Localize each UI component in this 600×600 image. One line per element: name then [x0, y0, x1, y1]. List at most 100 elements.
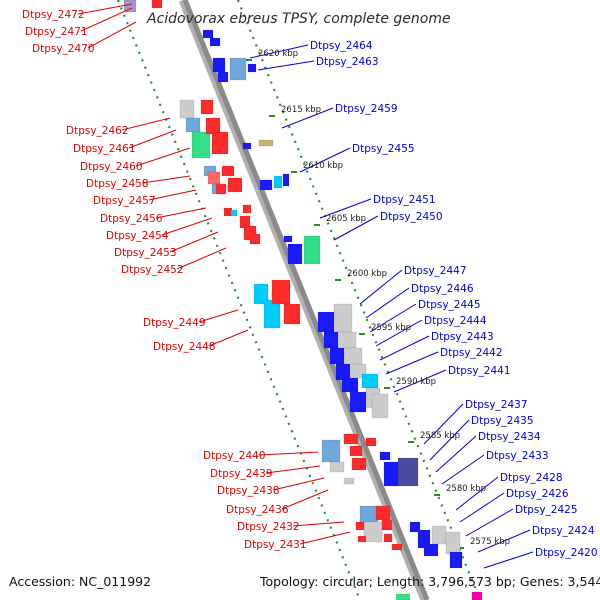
label-leader-line	[379, 335, 430, 361]
accession-text: Accession: NC_011992	[9, 574, 151, 589]
gene-block	[349, 445, 363, 457]
gene-block	[379, 451, 391, 461]
gene-label-right: Dtpsy_2424	[532, 525, 595, 537]
gene-label-left: Dtpsy_2457	[93, 195, 156, 207]
label-leader-line	[459, 492, 505, 523]
gene-label-left: Dtpsy_2432	[237, 521, 300, 533]
gene-block	[227, 177, 243, 193]
ruler-label: 2585 kbp	[420, 431, 460, 441]
label-leader-line	[121, 117, 171, 131]
label-leader-line	[483, 551, 534, 569]
gene-block	[343, 477, 355, 485]
gene-label-left: Dtpsy_2449	[143, 317, 206, 329]
label-leader-line	[87, 21, 137, 49]
gene-block	[287, 243, 303, 265]
label-leader-line	[176, 247, 227, 270]
gene-block	[335, 363, 353, 381]
gene-block	[471, 591, 483, 600]
gene-block	[329, 461, 345, 473]
gene-label-right: Dtpsy_2433	[486, 450, 549, 462]
ruler-label: 2615 kbp	[281, 105, 321, 115]
gene-block	[375, 505, 391, 521]
label-leader-line	[155, 207, 207, 219]
gene-block	[205, 117, 221, 135]
gene-block	[449, 551, 463, 569]
gene-label-left: Dtpsy_2453	[114, 247, 177, 259]
gene-label-right: Dtpsy_2426	[506, 488, 569, 500]
label-leader-line	[281, 107, 334, 129]
label-leader-line	[77, 3, 133, 15]
gene-block	[221, 165, 235, 177]
label-leader-line	[258, 451, 319, 456]
gene-block	[191, 131, 211, 159]
gene-block	[383, 461, 401, 487]
gene-label-right: Dtpsy_2435	[471, 415, 534, 427]
gene-block	[242, 142, 252, 150]
label-leader-line	[369, 303, 417, 333]
gene-label-left: Dtpsy_2461	[73, 143, 136, 155]
ruler-label: 2590 kbp	[396, 377, 436, 387]
ruler-label: 2595 kbp	[371, 323, 411, 333]
gene-block	[355, 521, 365, 531]
label-leader-line	[141, 175, 191, 184]
gene-block	[212, 57, 226, 73]
ruler-label: 2600 kbp	[347, 269, 387, 279]
backbone-line	[182, 0, 430, 600]
gene-block	[363, 521, 383, 543]
gene-block	[202, 29, 214, 39]
gene-block	[381, 519, 393, 531]
label-leader-line	[385, 351, 439, 375]
gene-label-right: Dtpsy_2447	[404, 265, 467, 277]
label-leader-line	[249, 44, 309, 59]
gene-label-left: Dtpsy_2440	[203, 450, 266, 462]
gene-block	[371, 393, 389, 419]
label-leader-line	[265, 465, 321, 474]
gene-block	[123, 0, 137, 13]
gene-block	[343, 347, 363, 365]
gene-block	[229, 57, 247, 81]
gene-label-left: Dtpsy_2454	[106, 230, 169, 242]
gene-block	[209, 37, 221, 47]
gene-label-left: Dtpsy_2462	[66, 125, 129, 137]
gene-block	[383, 533, 393, 543]
gene-block	[283, 303, 301, 325]
gene-block	[253, 283, 269, 305]
map-title: Acidovorax ebreus TPSY, complete genome	[146, 11, 451, 27]
gene-label-right: Dtpsy_2444	[424, 315, 487, 327]
label-leader-line	[169, 231, 219, 253]
gene-block	[357, 535, 367, 543]
ruler-label: 2620 kbp	[258, 49, 298, 59]
gene-block	[258, 139, 274, 147]
label-leader-line	[292, 521, 345, 527]
gene-label-right: Dtpsy_2425	[515, 504, 578, 516]
label-leader-line	[299, 531, 351, 545]
gene-label-right: Dtpsy_2434	[478, 431, 541, 443]
gene-block	[211, 131, 229, 155]
label-leader-line	[455, 476, 499, 511]
backbone	[178, 0, 430, 600]
label-leader-line	[257, 60, 315, 71]
gene-block	[329, 347, 345, 365]
genome-summary-text: Topology: circular; Length: 3,796,573 bp…	[259, 574, 600, 589]
gene-block	[423, 543, 439, 557]
gene-block	[207, 171, 221, 185]
gene-label-left: Dtpsy_2472	[22, 9, 85, 21]
ruler-dots	[116, 0, 482, 600]
label-leader-line	[423, 403, 464, 445]
ruler-label: 2580 kbp	[446, 484, 486, 494]
gene-block	[409, 521, 421, 533]
label-leader-line	[80, 7, 133, 32]
gene-block	[365, 437, 377, 447]
gene-block	[351, 457, 367, 471]
gene-block	[185, 117, 201, 133]
gene-label-right: Dtpsy_2441	[448, 365, 511, 377]
gene-block	[230, 209, 238, 217]
gene-block	[359, 505, 379, 525]
gene-block	[395, 593, 411, 600]
gene-label-left: Dtpsy_2431	[244, 539, 307, 551]
gene-block	[249, 233, 261, 245]
gene-label-left: Dtpsy_2436	[226, 504, 289, 516]
gene-block	[323, 331, 339, 349]
gene-label-left: Dtpsy_2438	[217, 485, 280, 497]
